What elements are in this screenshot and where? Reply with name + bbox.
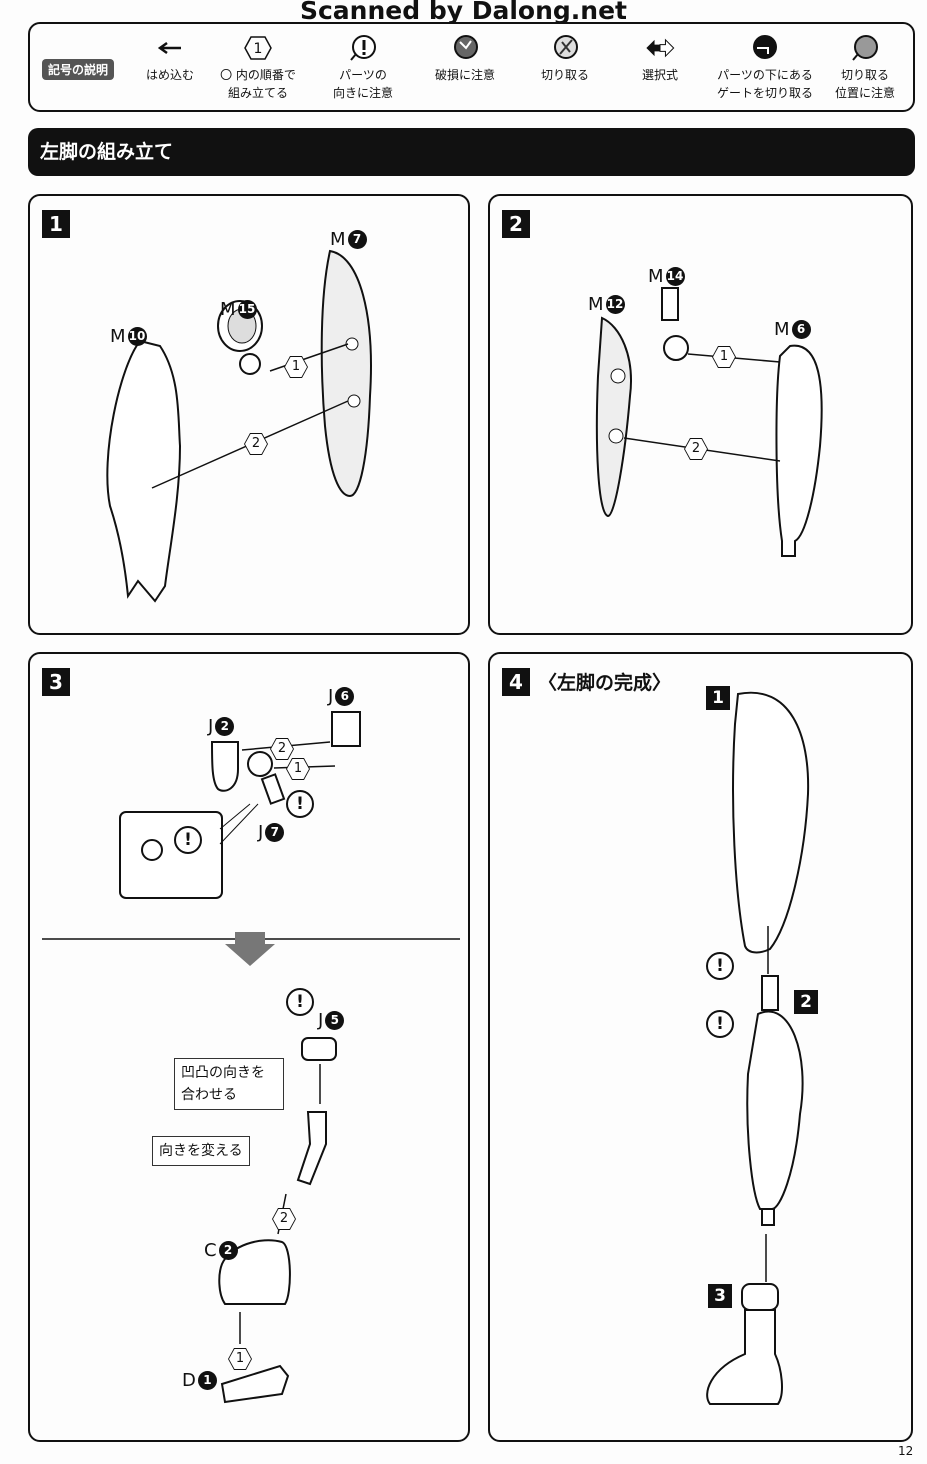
legend-label: 破損に注意	[434, 68, 495, 82]
symbol-legend: 記号の説明 はめ込む 1 〇 内の順番で組み立てる パーツの向きに注意 破損に注…	[28, 22, 915, 112]
legend-label: 向きに注意	[332, 86, 393, 100]
sub-step-number: 1	[706, 686, 730, 710]
callout-change-direction: 向きを変える	[152, 1136, 250, 1166]
legend-label: 〇 内の順番で	[220, 68, 296, 82]
watermark: Scanned by Dalong.net	[299, 0, 627, 25]
cut-position-icon	[852, 35, 878, 61]
legend-label: パーツの	[339, 68, 387, 82]
legend-label: 選択式	[641, 68, 678, 82]
legend-label: ゲートを切り取る	[716, 86, 813, 100]
orientation-warning-icon: !	[286, 790, 314, 818]
gate-under-part-icon	[753, 35, 777, 59]
order-marker: 2	[270, 738, 294, 760]
order-marker: 2	[244, 433, 268, 455]
legend-title: 記号の説明	[42, 59, 115, 80]
step-2-illustration	[595, 287, 823, 557]
order-marker: 1	[228, 1348, 252, 1370]
double-arrow-icon	[646, 38, 675, 58]
step-number: 4	[502, 668, 530, 696]
step-1-illustration	[106, 249, 372, 603]
legend-label: 位置に注意	[834, 86, 895, 100]
orientation-warning-icon: !	[286, 988, 314, 1016]
sub-step-number: 2	[794, 990, 818, 1014]
legend-item-choice: 選択式	[610, 34, 710, 84]
legend-item-gate: パーツの下にあるゲートを切り取る	[710, 34, 820, 102]
page-number: 12	[898, 1444, 914, 1458]
order-marker: 2	[272, 1208, 296, 1230]
legend-label: 組み立てる	[227, 86, 288, 100]
legend-item-cut: 切り取る	[515, 34, 615, 84]
legend-item-orientation: パーツの向きに注意	[313, 34, 413, 102]
step-number: 3	[42, 668, 70, 696]
sub-step-number: 3	[708, 1284, 732, 1308]
legend-item-cut-position: 切り取る位置に注意	[820, 34, 910, 102]
part-m10-shape	[106, 339, 182, 603]
order-marker: 1	[712, 346, 736, 368]
orientation-warning-icon: !	[706, 1010, 734, 1038]
legend-label: パーツの下にある	[717, 68, 813, 82]
order-marker: 2	[684, 438, 708, 460]
svg-text:1: 1	[254, 41, 263, 57]
step-number: 2	[502, 210, 530, 238]
step-4-panel: 4 〈左脚の完成〉 1 2 3 ! !	[488, 652, 913, 1442]
legend-item-breakage: 破損に注意	[415, 34, 515, 84]
legend-item-order: 1 〇 内の順番で組み立てる	[208, 34, 308, 102]
step-3-illustration	[42, 711, 460, 1404]
part-m7-shape	[320, 249, 372, 498]
legend-label: 切り取る	[540, 68, 589, 82]
section-header: 左脚の組み立て	[28, 128, 915, 176]
nipper-icon	[554, 35, 578, 59]
legend-label: 切り取る	[840, 68, 889, 82]
exclamation-icon	[350, 35, 376, 61]
step-number: 1	[42, 210, 70, 238]
orientation-warning-icon: !	[706, 952, 734, 980]
hexagon-number-icon: 1	[244, 36, 272, 60]
callout-align-notches: 凹凸の向きを合わせる	[174, 1058, 284, 1110]
step-4-title: 〈左脚の完成〉	[538, 672, 672, 694]
order-marker: 1	[286, 758, 310, 780]
legend-label: はめ込む	[145, 68, 194, 82]
step-4-illustration	[706, 691, 810, 1405]
arrow-left-icon	[157, 41, 181, 55]
legend-item-insert: はめ込む	[120, 34, 220, 84]
orientation-warning-icon: !	[174, 826, 202, 854]
breakage-icon	[454, 35, 478, 59]
order-marker: 1	[284, 356, 308, 378]
